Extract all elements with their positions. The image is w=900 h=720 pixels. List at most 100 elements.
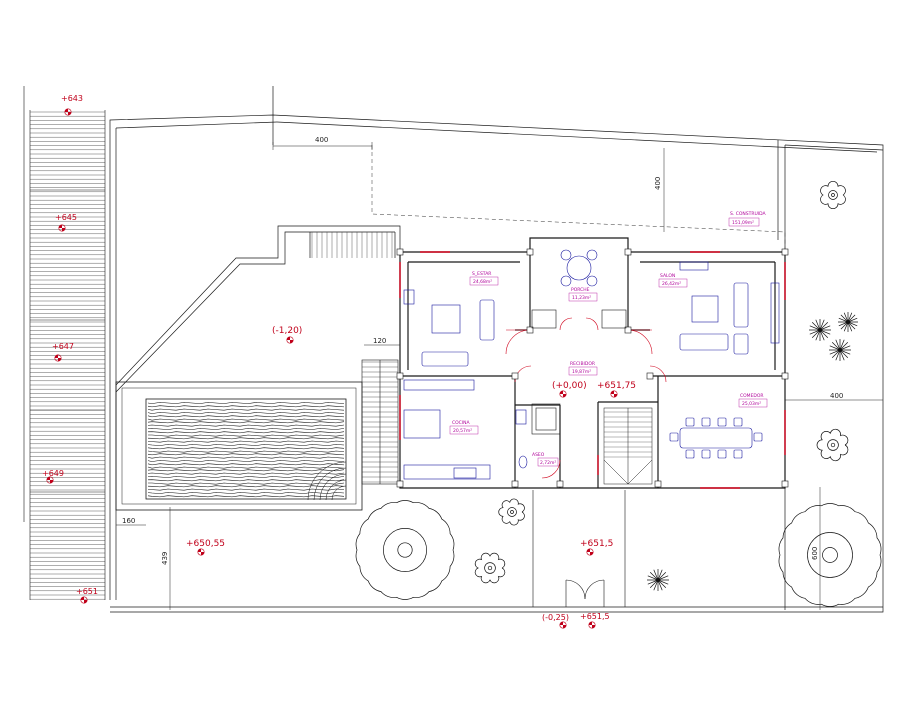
room-area-recibidor: 19,87m² bbox=[572, 369, 591, 375]
pool-water-line bbox=[147, 424, 345, 427]
elevation-marker-fill bbox=[80, 596, 84, 600]
elevation-symbols bbox=[46, 108, 618, 629]
tree-canopy bbox=[474, 552, 506, 584]
entrance-gate bbox=[532, 490, 626, 607]
column bbox=[781, 372, 789, 380]
tree-canopy bbox=[820, 181, 846, 209]
palm-tree bbox=[838, 312, 858, 332]
dimension-160: 160 bbox=[122, 517, 135, 525]
ramp-walls bbox=[115, 225, 401, 393]
elevation-marker-fill bbox=[559, 390, 563, 394]
elevation-minus-120: (-1,20) bbox=[272, 326, 302, 336]
dimension-120: 120 bbox=[373, 337, 386, 345]
room-name-porche: PORCHE bbox=[571, 287, 590, 293]
plot-boundary bbox=[109, 86, 884, 613]
dining-chair bbox=[701, 449, 711, 459]
dining-chair bbox=[717, 449, 727, 459]
elevation-labels: +643 +645 +647 +649 +651 (-1,20) +650,55… bbox=[42, 94, 636, 622]
pool-water-line bbox=[147, 495, 345, 498]
pool-water-line bbox=[147, 444, 345, 446]
pool-water-line bbox=[147, 405, 345, 408]
dining-chair bbox=[701, 417, 711, 427]
pool-water-line bbox=[147, 447, 345, 450]
room-name-estar: S_ESTAR bbox=[472, 271, 491, 277]
pool-water-line bbox=[148, 434, 345, 437]
room-name-recibidor: RECIBIDOR bbox=[570, 361, 595, 367]
column bbox=[556, 480, 564, 488]
dimension-400-right: 400 bbox=[830, 392, 843, 400]
elevation-651-5-mid: +651,5 bbox=[580, 539, 613, 549]
tree-trunk bbox=[830, 442, 836, 448]
step-lines bbox=[30, 111, 105, 600]
tree-inner bbox=[383, 528, 427, 572]
column bbox=[396, 372, 404, 380]
room-name-construida: S. CONSTRUIDA bbox=[730, 211, 767, 217]
column bbox=[624, 326, 632, 334]
pool-water-line bbox=[147, 412, 345, 414]
palm-tree bbox=[829, 339, 851, 361]
pool-water-line bbox=[147, 460, 345, 462]
dimension-439: 439 bbox=[161, 552, 169, 565]
elevation-marker-fill bbox=[563, 394, 567, 398]
dimension-400-vertical: 400 bbox=[654, 177, 662, 190]
ramp-steps bbox=[311, 232, 393, 258]
pool-water-line bbox=[147, 463, 345, 466]
pool-water-line bbox=[147, 456, 345, 459]
tree-trunk bbox=[487, 565, 493, 571]
elevation-651-left: +651 bbox=[76, 587, 98, 596]
elevation-marker-fill bbox=[290, 340, 294, 344]
room-area-cocina: 20,57m² bbox=[453, 428, 472, 434]
room-name-comedor: COMEDOR bbox=[740, 393, 764, 399]
room-name-salon: SALON bbox=[660, 273, 675, 279]
elevation-marker-fill bbox=[590, 552, 594, 556]
interior-stair-steps bbox=[604, 411, 652, 458]
pool-water-line bbox=[147, 421, 345, 424]
dimension-600: 600 bbox=[811, 547, 819, 560]
tree-trunk bbox=[397, 542, 413, 558]
room-area-porche: 11,23m² bbox=[572, 295, 591, 301]
tree-inner bbox=[827, 439, 839, 451]
elevation-marker-fill bbox=[286, 336, 290, 340]
dining-chair bbox=[717, 417, 727, 427]
elevation-643: +643 bbox=[61, 94, 83, 103]
palm-tree bbox=[647, 569, 669, 591]
tree-canopy bbox=[498, 498, 525, 526]
pool-water-line bbox=[147, 476, 345, 478]
elevation-marker-fill bbox=[62, 228, 66, 232]
dimension-labels: 400 400 400 120 160 439 600 bbox=[122, 136, 843, 565]
tree-canopy bbox=[355, 500, 455, 600]
elevation-marker-fill bbox=[58, 224, 62, 228]
pool-hatch bbox=[147, 402, 345, 498]
elevation-650-55: +650,55 bbox=[186, 539, 225, 549]
room-name-cocina: COCINA bbox=[452, 420, 471, 426]
pool-water-line bbox=[147, 469, 345, 472]
pool-water-line bbox=[147, 418, 345, 421]
room-area-construida: 151,09m² bbox=[732, 220, 754, 226]
tree-trunk bbox=[831, 193, 835, 197]
column bbox=[511, 372, 519, 380]
elevation-000: (+0,00) bbox=[552, 381, 587, 391]
dining-chair bbox=[753, 432, 763, 442]
elevation-marker-fill bbox=[610, 390, 614, 394]
elevation-marker-fill bbox=[201, 552, 205, 556]
dimension-lines bbox=[116, 142, 883, 610]
elevation-marker-fill bbox=[46, 476, 50, 480]
column bbox=[654, 480, 662, 488]
dining-chair bbox=[733, 417, 743, 427]
elevation-649: +649 bbox=[42, 469, 64, 478]
elevation-marker-fill bbox=[588, 621, 592, 625]
column bbox=[781, 480, 789, 488]
interior-stair bbox=[603, 407, 653, 485]
elevation-marker-fill bbox=[84, 600, 88, 604]
pool-water-line bbox=[147, 402, 345, 404]
room-area-salon: 26,42m² bbox=[662, 281, 681, 287]
furniture bbox=[403, 249, 780, 480]
column bbox=[526, 248, 534, 256]
pool-water-line bbox=[147, 415, 345, 418]
pool-water-line bbox=[147, 408, 345, 411]
tree-inner bbox=[507, 507, 517, 517]
elevation-minus-025: (-0,25) bbox=[542, 613, 569, 622]
tree-inner bbox=[828, 190, 838, 200]
dimension-400-top: 400 bbox=[315, 136, 328, 144]
room-area-aseo: 2,72m² bbox=[540, 460, 556, 466]
